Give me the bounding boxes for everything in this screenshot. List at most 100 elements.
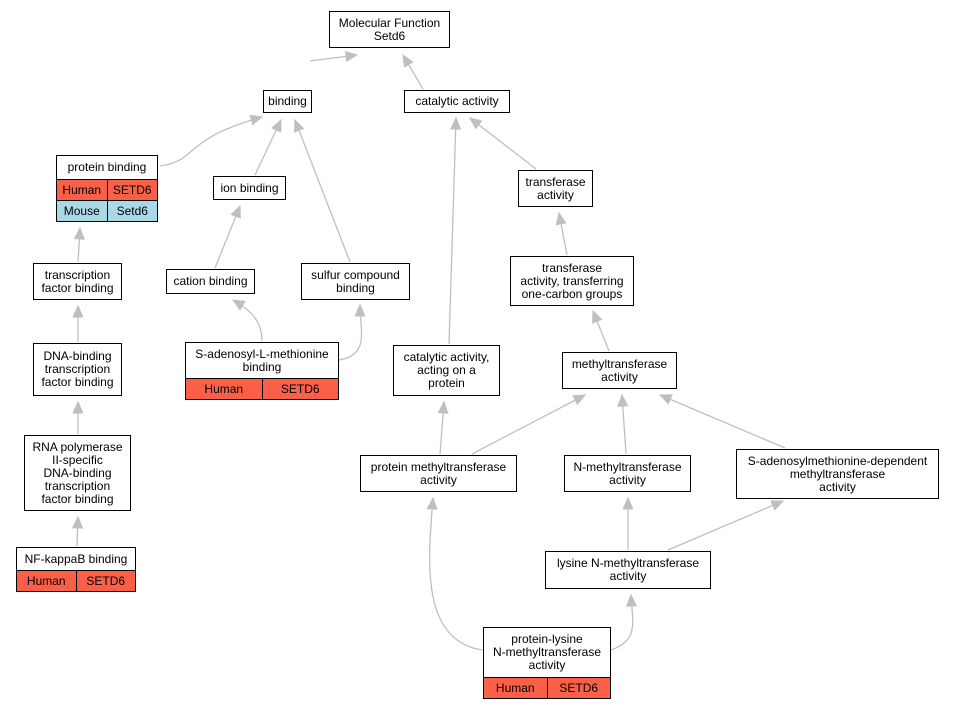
node-label: catalytic activity: [415, 94, 499, 108]
gene-cell: SETD6: [546, 678, 611, 698]
edge-cat-protein-to-catalytic: [448, 116, 462, 345]
node-nf-kappab-binding[interactable]: NF-kappaB binding Human SETD6: [16, 547, 136, 592]
edge-cation-to-ion: [214, 204, 241, 269]
arrowhead: [271, 118, 282, 133]
edge-rnapol-to-dna-tf: [72, 400, 84, 434]
node-label: protein binding: [67, 160, 147, 174]
arrowhead: [402, 53, 414, 68]
species-cell: Human: [62, 183, 102, 197]
edge-protein-binding-to-binding: [159, 114, 264, 167]
species-cell: Human: [26, 574, 66, 588]
annotation-row: Human SETD6: [484, 677, 610, 698]
annotation-row: Mouse Setd6: [57, 200, 157, 221]
edge-sam-to-sulfur: [338, 303, 366, 361]
arrowhead: [592, 309, 603, 324]
edge-transferase-c1-to-transferase: [555, 211, 568, 256]
edge-lys-nmt-to-sam-dep: [667, 500, 785, 551]
node-protein-binding[interactable]: protein binding Human SETD6 Mouse Setd6: [56, 155, 158, 222]
edge-binding-to-mf: [309, 50, 359, 62]
edge-lys-nmt-to-n-mt: [622, 496, 634, 550]
arrowhead: [344, 50, 359, 62]
edge-dna-tf-to-tf: [72, 304, 84, 342]
node-catalytic-activity[interactable]: catalytic activity: [404, 90, 510, 113]
arrowhead: [555, 211, 567, 226]
edge-catalytic-to-mf: [402, 53, 424, 90]
gene-cell: SETD6: [75, 571, 136, 591]
arrowhead: [770, 500, 785, 511]
node-label: cation binding: [173, 274, 248, 288]
edge-transferase-to-catalytic: [469, 117, 537, 170]
arrowhead: [72, 304, 84, 318]
species-cell: Human: [495, 681, 535, 695]
annotation-row: Human SETD6: [17, 570, 135, 591]
arrowhead: [249, 114, 264, 126]
edge-ion-binding-to-binding: [254, 118, 282, 176]
edge-pl-nmt-to-protein-mt: [426, 496, 483, 651]
node-ion-binding[interactable]: ion binding: [213, 176, 286, 200]
gene-cell: Setd6: [106, 201, 158, 221]
edge-protein-mt-to-cat-protein: [437, 400, 449, 455]
arrowhead: [230, 204, 241, 219]
edge-sam-dep-to-methyltransferase: [658, 394, 786, 449]
arrowhead: [426, 496, 438, 510]
node-label: NF-kappaB binding: [24, 551, 128, 566]
species-cell: Human: [204, 382, 244, 396]
node-cation-binding[interactable]: cation binding: [166, 269, 255, 294]
gene-cell: SETD6: [261, 379, 339, 399]
arrowhead: [72, 515, 84, 529]
arrowhead: [617, 393, 629, 407]
node-binding[interactable]: binding: [263, 90, 312, 113]
edge-pl-nmt-to-lys-nmt: [610, 593, 638, 651]
arrowhead: [572, 394, 587, 406]
arrowhead: [622, 496, 634, 510]
node-label: ion binding: [220, 180, 279, 195]
edge-methyltransferase-to-c1: [592, 309, 610, 352]
arrowhead: [469, 117, 483, 130]
arrowhead: [231, 299, 246, 311]
edge-n-mt-to-methyltransferase: [617, 393, 629, 455]
edge-tf-to-protein-binding: [73, 226, 85, 263]
annotation-row: Human SETD6: [186, 378, 338, 399]
arrowhead: [437, 400, 449, 414]
arrowhead: [625, 593, 638, 607]
arrowhead: [450, 116, 462, 130]
edge-sam-to-cation: [231, 299, 263, 342]
arrowhead: [293, 118, 305, 133]
edge-nfkb-to-rnapol: [72, 515, 84, 547]
arrowhead: [73, 226, 85, 240]
node-label: binding: [268, 94, 307, 108]
arrowhead: [354, 303, 366, 317]
gene-cell: SETD6: [106, 180, 158, 200]
arrowhead: [658, 394, 673, 405]
